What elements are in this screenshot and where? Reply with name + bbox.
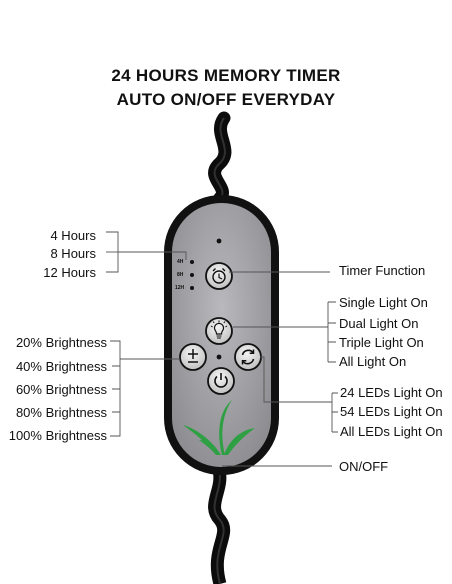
indicator-4h-dot [190, 260, 194, 264]
24-leds-light-on-label: 24 LEDs Light On [340, 385, 443, 400]
alarm-clock-icon [212, 270, 226, 284]
bulb-icon [210, 320, 228, 339]
brightness-100-label: 100% Brightness [8, 428, 107, 443]
power-button[interactable] [208, 368, 234, 394]
brightness-button[interactable] [180, 344, 206, 370]
indicator-8h: 8H [177, 272, 184, 278]
timer-button-graphic [205, 262, 233, 290]
indicator-8h-dot [190, 273, 194, 277]
brightness-80-label: 80% Brightness [15, 405, 107, 420]
timer-12-hours-label: 12 Hours [43, 265, 96, 280]
light-mode-button[interactable] [206, 318, 232, 344]
led-cycle-button-graphic [234, 343, 262, 371]
indicator-4h: 4H [177, 259, 184, 265]
all-leds-light-on-label: All LEDs Light On [340, 424, 443, 439]
timer-4-hours-label: 4 Hours [50, 228, 96, 243]
cable-top [208, 111, 232, 205]
status-led-dot [216, 238, 222, 244]
timer-function-label: Timer Function [339, 263, 426, 278]
leaf-logo [183, 400, 255, 455]
leader-lines [106, 231, 338, 467]
on-off-label: ON/OFF [339, 459, 389, 474]
headline-line-1: 24 HOURS MEMORY TIMER [111, 66, 341, 85]
center-led-dot [216, 354, 222, 360]
brightness-60-label: 60% Brightness [15, 382, 107, 397]
timer-button[interactable] [206, 263, 232, 289]
brightness-20-label: 20% Brightness [15, 335, 107, 350]
timer-8-hours-label: 8 Hours [50, 246, 96, 261]
power-icon [214, 373, 228, 388]
single-light-on-label: Single Light On [339, 295, 428, 310]
refresh-icon [241, 349, 255, 365]
light-mode-button-graphic [205, 317, 233, 345]
all-light-on-label: All Light On [339, 354, 407, 369]
indicator-12h: 12H [175, 285, 185, 291]
dual-light-on-label: Dual Light On [339, 316, 419, 331]
power-button-graphic [207, 367, 235, 395]
brightness-button-graphic [179, 343, 207, 371]
54-leds-light-on-label: 54 LEDs Light On [340, 404, 443, 419]
plus-minus-icon [188, 349, 198, 363]
indicator-12h-dot [190, 286, 194, 290]
triple-light-on-label: Triple Light On [339, 335, 424, 350]
cable-bottom [208, 468, 231, 584]
headline-line-2: AUTO ON/OFF EVERYDAY [116, 90, 336, 109]
led-cycle-button[interactable] [235, 344, 261, 370]
brightness-40-label: 40% Brightness [15, 359, 107, 374]
